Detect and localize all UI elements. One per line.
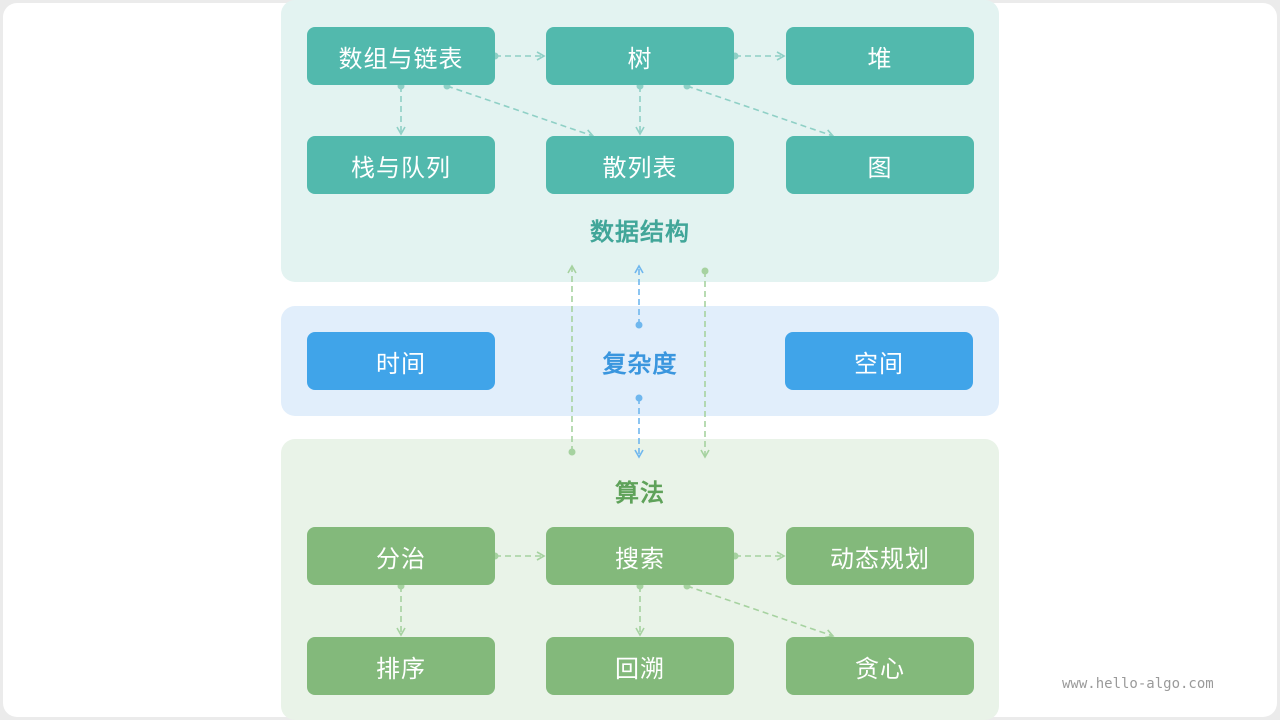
node-search: 搜索 <box>546 527 734 585</box>
node-stack-queue: 栈与队列 <box>307 136 495 194</box>
complexity-label: 复杂度 <box>602 350 678 378</box>
node-sorting: 排序 <box>307 637 495 695</box>
node-greedy: 贪心 <box>786 637 974 695</box>
watermark: www.hello-algo.com <box>1062 676 1214 692</box>
node-hash-table: 散列表 <box>546 136 734 194</box>
data-structures-label: 数据结构 <box>590 218 690 246</box>
node-backtracking: 回溯 <box>546 637 734 695</box>
node-time: 时间 <box>307 332 495 390</box>
node-dynamic-programming: 动态规划 <box>786 527 974 585</box>
algorithms-label: 算法 <box>615 479 665 507</box>
node-heap: 堆 <box>786 27 974 85</box>
node-divide-conquer: 分治 <box>307 527 495 585</box>
node-space: 空间 <box>785 332 973 390</box>
node-graph: 图 <box>786 136 974 194</box>
node-tree: 树 <box>546 27 734 85</box>
node-array-linked-list: 数组与链表 <box>307 27 495 85</box>
